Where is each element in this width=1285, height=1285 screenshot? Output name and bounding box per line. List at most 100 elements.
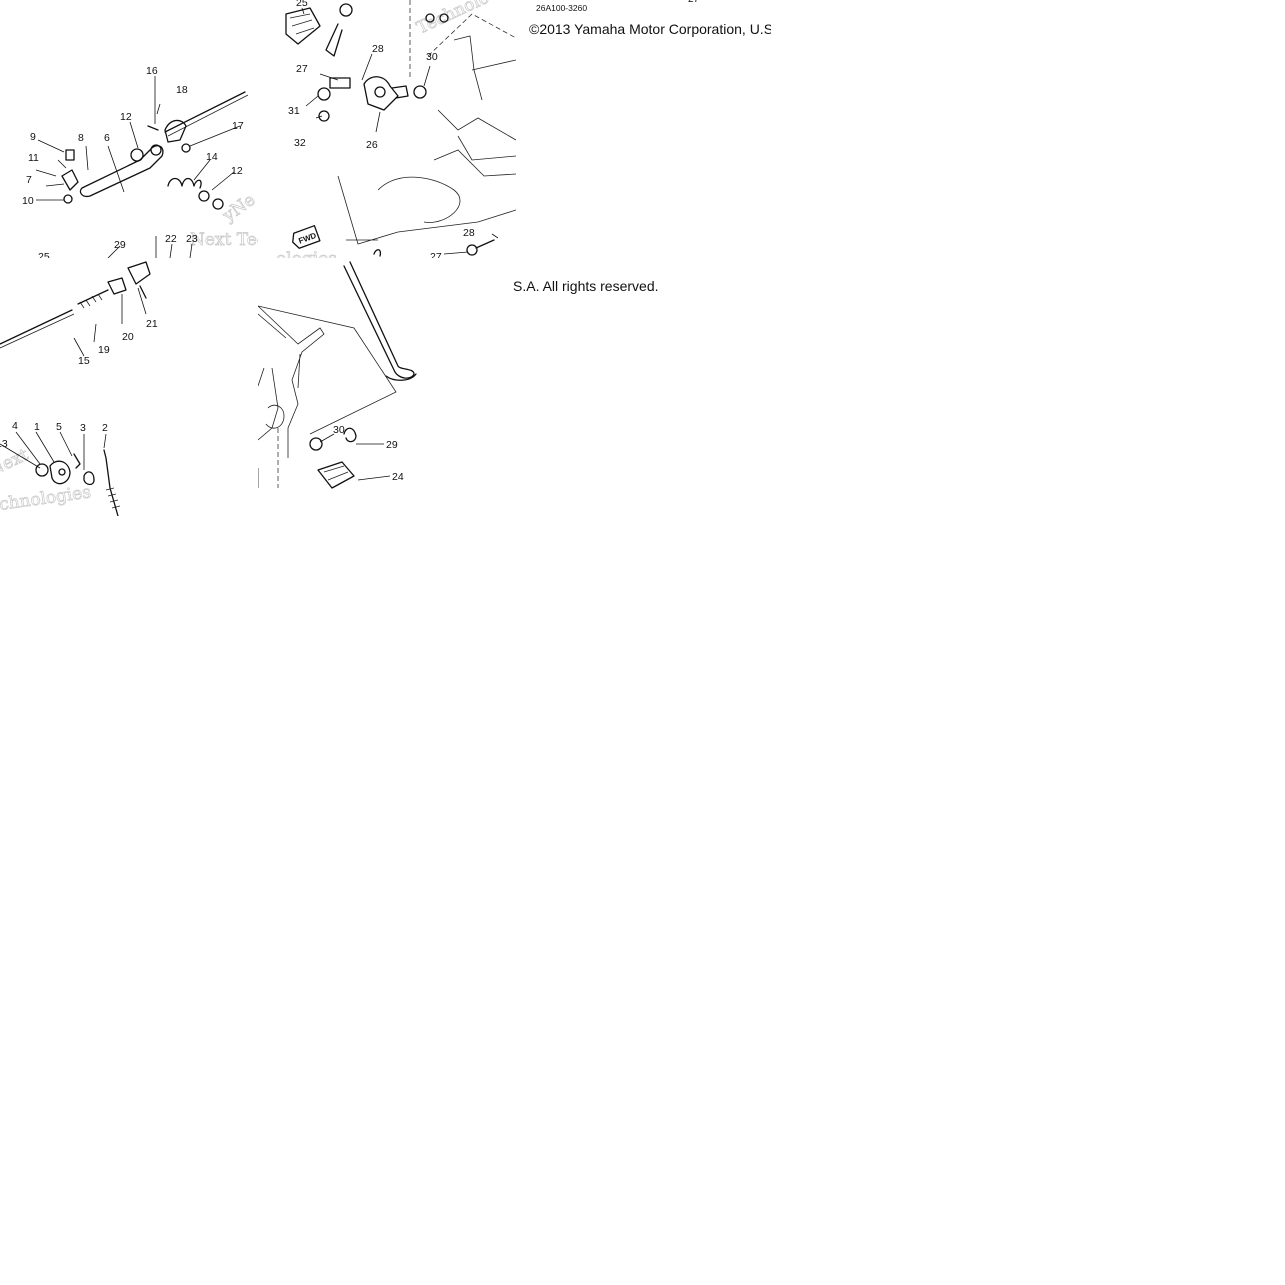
callout: 20 [122, 331, 134, 343]
pivot-pin [329, 77, 351, 89]
callout: 21 [146, 318, 158, 330]
spring-arm [325, 23, 343, 57]
side-stand [343, 261, 415, 379]
pivot-casting [265, 404, 285, 429]
brake-rod-edge [167, 94, 249, 137]
diagram-tile-brake-rod: Next chnologies 15 19 20 21 13 4 1 5 3 2 [0, 258, 258, 516]
callout: 10 [22, 195, 34, 207]
copyright-text: ©2013 Yamaha Motor Corporation, U.S [529, 21, 771, 37]
reference-dashes [409, 0, 516, 80]
callout: 17 [232, 120, 244, 132]
washer [63, 194, 73, 204]
return-spring-coils [105, 487, 121, 509]
clevis-leader-stub [139, 285, 147, 299]
leader-lines [301, 7, 499, 255]
footrest-teeth [289, 13, 315, 35]
forward-arrow-icon: FWD [292, 225, 321, 249]
watermark: chnologies [0, 482, 92, 515]
callout: 28 [372, 43, 384, 55]
leader-lines [35, 76, 241, 258]
washer [309, 437, 323, 451]
callout: 11 [28, 152, 39, 164]
cotter-pin [73, 453, 81, 469]
callout: 15 [78, 355, 90, 367]
diagram-tile-brake-pedal: Next Tec yNe 16 18 12 17 9 8 6 11 7 14 1… [0, 0, 258, 258]
bolt-head [317, 87, 331, 101]
reference-lines [258, 305, 397, 488]
footrest-bracket-drawing: Technolo ologies FWD 25 28 [276, 0, 516, 258]
adjuster-nut [107, 277, 127, 295]
watermark: yNe [219, 190, 258, 227]
brake-rod-drawing: Next chnologies 15 19 20 21 13 4 1 5 3 2 [0, 261, 158, 516]
frame-outline [337, 35, 516, 245]
callout: 9 [30, 131, 36, 143]
callout: 1 [34, 421, 40, 433]
callout: 5 [56, 421, 62, 433]
nut [425, 13, 435, 23]
footrest-bracket [363, 76, 399, 111]
bracket-boss [391, 85, 409, 99]
stand-foot [385, 373, 417, 381]
callout: 27 [430, 251, 442, 258]
brake-rod [164, 91, 246, 133]
pedal-shaft-bracket [49, 460, 71, 485]
nut [181, 143, 191, 153]
brake-pedal-drawing: Next Tec yNe 16 18 12 17 9 8 6 11 7 14 1… [22, 65, 258, 258]
pin [83, 471, 95, 486]
brake-rod-edge [0, 313, 75, 349]
bolt-head [65, 149, 75, 161]
brake-rod [0, 309, 73, 345]
callout: 27 [296, 63, 308, 75]
copyright-text-continued: S.A. All rights reserved. [513, 278, 659, 294]
stand-spring [373, 249, 382, 257]
pivot-bolt-shaft [475, 239, 495, 249]
bracket-hole [58, 468, 66, 476]
callout: 12 [120, 111, 132, 123]
callout: 29 [386, 439, 398, 451]
footrest-teeth [323, 465, 349, 481]
engine-case [377, 176, 461, 223]
callout: 13 [0, 438, 8, 450]
callout: 30 [426, 51, 438, 63]
bolt-head-2 [318, 110, 330, 122]
callout: 30 [333, 424, 345, 436]
watermark: Next Tec [190, 230, 258, 250]
watermark: ologies [276, 249, 337, 258]
return-spring [167, 177, 202, 189]
watermark: Technolo [414, 0, 493, 39]
nut [35, 463, 49, 477]
frame-outline [258, 305, 325, 458]
footrest [317, 461, 355, 489]
washer-2 [198, 190, 210, 202]
spring [343, 427, 357, 443]
pivot-bushing [130, 148, 144, 162]
nut-2 [439, 13, 449, 23]
callout: 31 [288, 105, 300, 117]
brake-arm [164, 119, 187, 143]
callout: 6 [104, 132, 110, 144]
washer [413, 85, 427, 99]
callout: 16 [146, 65, 158, 77]
callout: 4 [12, 420, 18, 432]
callout: 23 [186, 233, 198, 245]
diagram-tile-footrest-bracket: Technolo ologies FWD 25 28 [258, 0, 516, 258]
watermark: Next [0, 445, 32, 481]
leader-lines [319, 433, 391, 481]
callout: 19 [98, 344, 110, 356]
callout: 25 [38, 251, 50, 258]
callout: 8 [78, 132, 84, 144]
clevis [127, 261, 151, 285]
leader-lines [0, 287, 147, 470]
callout: 29 [114, 239, 126, 251]
circlip [212, 198, 224, 210]
drawing-code: 26A100-3260 [536, 3, 588, 13]
footrest [285, 7, 321, 45]
callout: 25 [296, 0, 308, 9]
brake-pedal-lever [79, 145, 164, 198]
pedal-tip [61, 169, 79, 191]
clevis-pin [147, 125, 159, 131]
callout: 22 [165, 233, 177, 245]
callout: 18 [176, 84, 188, 96]
callout: 26 [366, 139, 378, 151]
fwd-marker: FWD [297, 231, 317, 246]
